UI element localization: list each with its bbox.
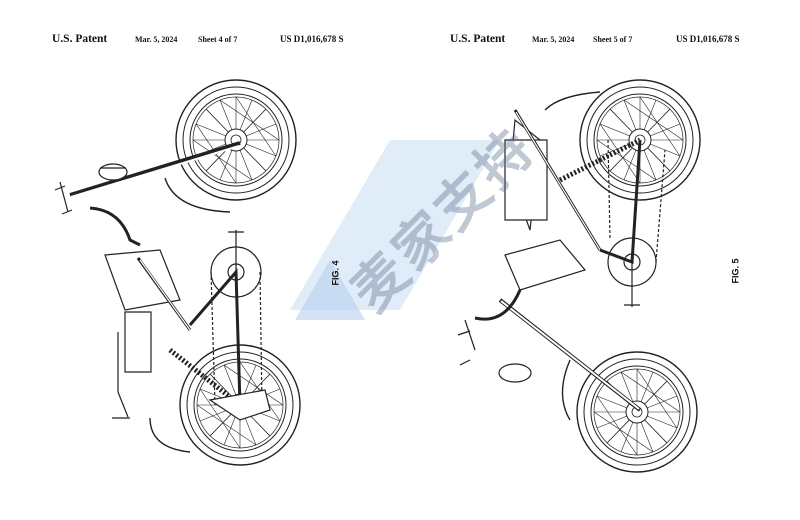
sheet-number: Sheet 4 of 7 (198, 35, 238, 44)
patent-date: Mar. 5, 2024 (135, 35, 178, 44)
figure-label-fig5: FIG. 5 (730, 258, 741, 284)
patent-sheet-5: U.S. Patent Mar. 5, 2024 Sheet 5 of 7 US… (400, 0, 800, 520)
figure-label-fig4: FIG. 4 (330, 260, 341, 286)
patent-label: U.S. Patent (52, 33, 108, 45)
patent-number: US D1,016,678 S (280, 34, 344, 44)
patent-label: U.S. Patent (450, 33, 506, 45)
sheet-header: U.S. Patent Mar. 5, 2024 Sheet 4 of 7 US… (0, 33, 400, 47)
patent-date: Mar. 5, 2024 (532, 35, 575, 44)
sheet-number: Sheet 5 of 7 (593, 35, 633, 44)
fig5-bicycle (457, 79, 701, 473)
patent-sheet-4: U.S. Patent Mar. 5, 2024 Sheet 4 of 7 US… (0, 33, 400, 47)
fig4-bicycle (54, 79, 301, 466)
sheet-header: U.S. Patent Mar. 5, 2024 Sheet 5 of 7 US… (400, 33, 800, 47)
patent-number: US D1,016,678 S (676, 34, 740, 44)
